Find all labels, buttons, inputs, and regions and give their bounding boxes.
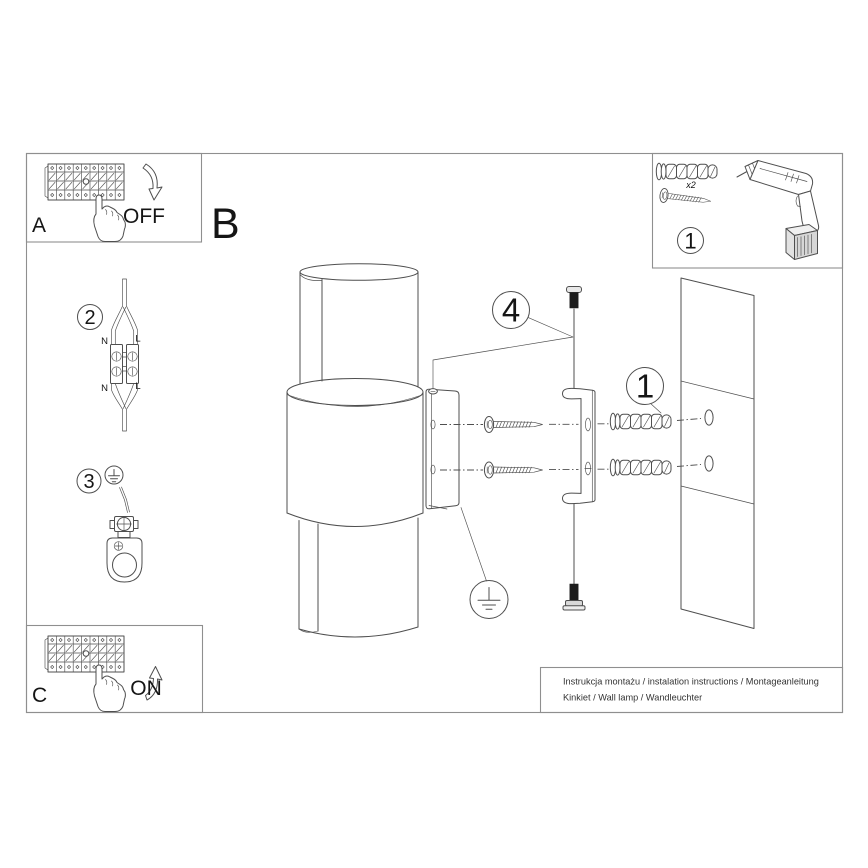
callout-3-circle [76, 468, 102, 494]
plate-hole [112, 552, 137, 578]
earth-terminal-tab-left [109, 520, 115, 529]
parts-box-frame [651, 152, 844, 269]
centerline-bottom [440, 464, 702, 471]
earth-terminal-screw-slot [116, 516, 132, 532]
footer-title-block: Instrukcja montażu / instalation instruc… [539, 666, 844, 714]
wall-plug-bottom [609, 458, 672, 477]
label-live-bottom: L [135, 381, 140, 392]
earth-leader-line [460, 507, 487, 582]
plate-hole-bottom [430, 464, 436, 475]
wall-plug-top [609, 412, 672, 431]
panel-a-box [25, 152, 203, 243]
footer-box [539, 666, 844, 714]
footer-line1: Instrukcja montażu / instalation instruc… [563, 677, 819, 687]
lamp-cable [122, 408, 127, 432]
panel-c-box [25, 624, 204, 714]
lamp-back-plate [425, 388, 460, 510]
main-diagram: 4 1 [286, 263, 755, 638]
earth-terminal-base [117, 531, 131, 538]
switch-off-label: OFF [123, 205, 165, 228]
step-2-wiring: 2 N L N L [77, 278, 141, 432]
wall-lamp-body [286, 263, 424, 638]
earth-symbol-icon [104, 465, 124, 485]
callout-4-circle [492, 291, 530, 329]
panel-a-letter: A [32, 214, 46, 237]
bracket-slot-top [585, 417, 591, 432]
label-live-top: L [135, 334, 140, 345]
section-b-letter: B [211, 200, 240, 248]
wall-screw-bottom [483, 461, 543, 479]
panel-c-letter: C [32, 684, 47, 707]
wall-panel [680, 277, 755, 629]
glass-top-sides [299, 271, 419, 388]
fixing-screw-top [566, 286, 582, 389]
terminal-bridge-top [122, 352, 127, 358]
step-3-earthing: 3 [76, 465, 143, 583]
glass-bottom-sides [298, 517, 419, 632]
earth-symbol-icon [469, 580, 509, 619]
plate-screw [113, 541, 124, 551]
callout-4-leader [432, 317, 574, 389]
breaker-panel-icon [44, 163, 125, 201]
callout-2-number: 2 [84, 307, 95, 329]
label-neutral-bottom: N [101, 383, 108, 394]
anchor-quantity-label: x2 [685, 180, 696, 190]
callout-4-number: 4 [502, 292, 520, 329]
cable-split-bottom [111, 383, 138, 410]
wall-plug-icon [655, 162, 718, 181]
drill-icon [736, 160, 820, 260]
outer-frame [25, 152, 844, 714]
callout-1-circle [626, 367, 664, 405]
callout-1-number: 1 [636, 368, 654, 405]
parts-box: x2 1 [651, 152, 844, 269]
centerline-top [440, 418, 702, 425]
breaker-panel-icon [44, 635, 125, 673]
pointing-hand-icon [93, 194, 126, 242]
wall-screw-top [483, 416, 543, 433]
callout-1-parts-circle [677, 227, 704, 254]
arrow-down-icon [142, 163, 163, 201]
terminal-block-right [126, 344, 139, 384]
wall-hole-bottom [704, 455, 714, 472]
wall-hole-top [704, 409, 714, 426]
terminal-screws [111, 351, 138, 377]
mounting-plate-detail [106, 537, 143, 583]
earth-terminal-tab-right [133, 520, 139, 529]
callout-1-leader [649, 402, 662, 414]
panel-a-step: OFF A [25, 152, 203, 243]
footer-line2: Kinkiet / Wall lamp / Wandleuchter [563, 693, 702, 703]
band-top-rim [286, 378, 424, 406]
panel-c-step: ON C [25, 624, 204, 714]
plate-screw-slot [114, 542, 123, 550]
callout-2-circle [77, 304, 103, 330]
terminal-bridge-bottom [122, 366, 127, 372]
terminal-block-left [110, 344, 123, 384]
fixing-screw-bottom [562, 503, 586, 611]
glass-bottom-rim [298, 626, 419, 638]
band-sides [286, 391, 424, 514]
switch-on-label: ON [130, 677, 162, 700]
callout-1-parts-number: 1 [684, 229, 696, 254]
arrow-up-icon [145, 666, 163, 701]
supply-cable [122, 278, 127, 307]
label-neutral-top: N [101, 336, 108, 347]
cable-split-top [111, 306, 138, 345]
callout-3-number: 3 [83, 471, 94, 493]
earth-wire [119, 486, 130, 513]
wall-bracket [562, 387, 596, 505]
screw-icon [658, 187, 713, 209]
band-bottom-rim [286, 512, 424, 527]
plate-hole-top [430, 419, 436, 430]
wall-panel-lines [680, 380, 755, 505]
glass-top-rim [299, 263, 419, 281]
